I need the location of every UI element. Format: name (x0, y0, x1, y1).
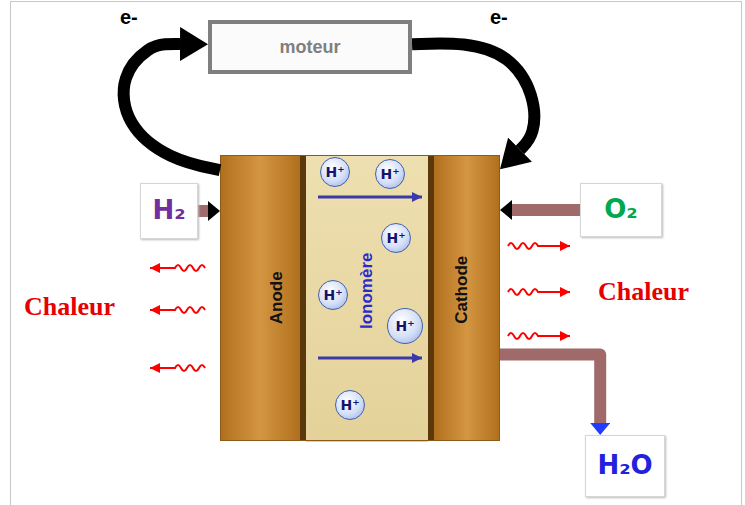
heat-arrow (150, 265, 205, 271)
electrode-label: Anode (266, 271, 286, 324)
gas-inlet-box: H₂ (140, 183, 198, 239)
water-outlet-box: H₂O (585, 435, 665, 497)
formula-label: O₂ (604, 195, 638, 225)
heat-arrow (508, 243, 570, 249)
electron-label: e- (120, 6, 138, 29)
gas-inlet-box: O₂ (580, 183, 662, 237)
water-pipe (500, 355, 600, 424)
heat-arrow (508, 289, 570, 295)
motor-label: moteur (279, 37, 340, 58)
proton-circle: H⁺ (387, 308, 423, 344)
anode-plate (220, 155, 300, 440)
proton-circle: H⁺ (320, 157, 350, 187)
ionomer-band: IonomèreH⁺H⁺H⁺H⁺H⁺H⁺ (306, 155, 428, 442)
gas-pipe (512, 204, 580, 216)
proton-flow-arrow (318, 357, 422, 360)
proton-flow-arrow (318, 196, 422, 199)
formula-label: H₂O (597, 451, 652, 481)
proton-circle: H⁺ (381, 223, 411, 253)
electron-flow-arrow (124, 44, 220, 170)
ion-label: H⁺ (323, 288, 342, 302)
proton-circle: H⁺ (335, 390, 365, 420)
gas-pipe (198, 205, 208, 217)
heat-label: Chaleur (598, 277, 689, 307)
electrode-edge (300, 155, 306, 440)
electron-flow-arrow (412, 43, 534, 149)
ion-label: H⁺ (340, 398, 359, 412)
electrode-edge (428, 155, 434, 440)
picture-frame (11, 2, 742, 505)
proton-circle: H⁺ (318, 280, 348, 310)
heat-label: Chaleur (24, 292, 115, 322)
heat-arrow (150, 307, 205, 313)
ion-label: H⁺ (386, 231, 405, 245)
electron-label: e- (490, 6, 508, 29)
cathode-plate (434, 155, 500, 440)
ion-label: H⁺ (395, 319, 414, 333)
heat-arrow (508, 333, 570, 339)
cathode-band: Cathode (428, 155, 500, 440)
formula-label: H₂ (152, 196, 185, 226)
cell-outline (221, 156, 500, 441)
membrane-label: Ionomère (357, 252, 377, 329)
electrode-label: Cathode (452, 255, 472, 323)
motor-box: moteur (208, 20, 412, 74)
ion-label: H⁺ (380, 167, 399, 181)
ion-label: H⁺ (325, 165, 344, 179)
anode-band: Anode (220, 155, 306, 440)
heat-arrow (150, 365, 205, 371)
proton-circle: H⁺ (375, 159, 405, 189)
ionomer-layer (306, 155, 428, 442)
